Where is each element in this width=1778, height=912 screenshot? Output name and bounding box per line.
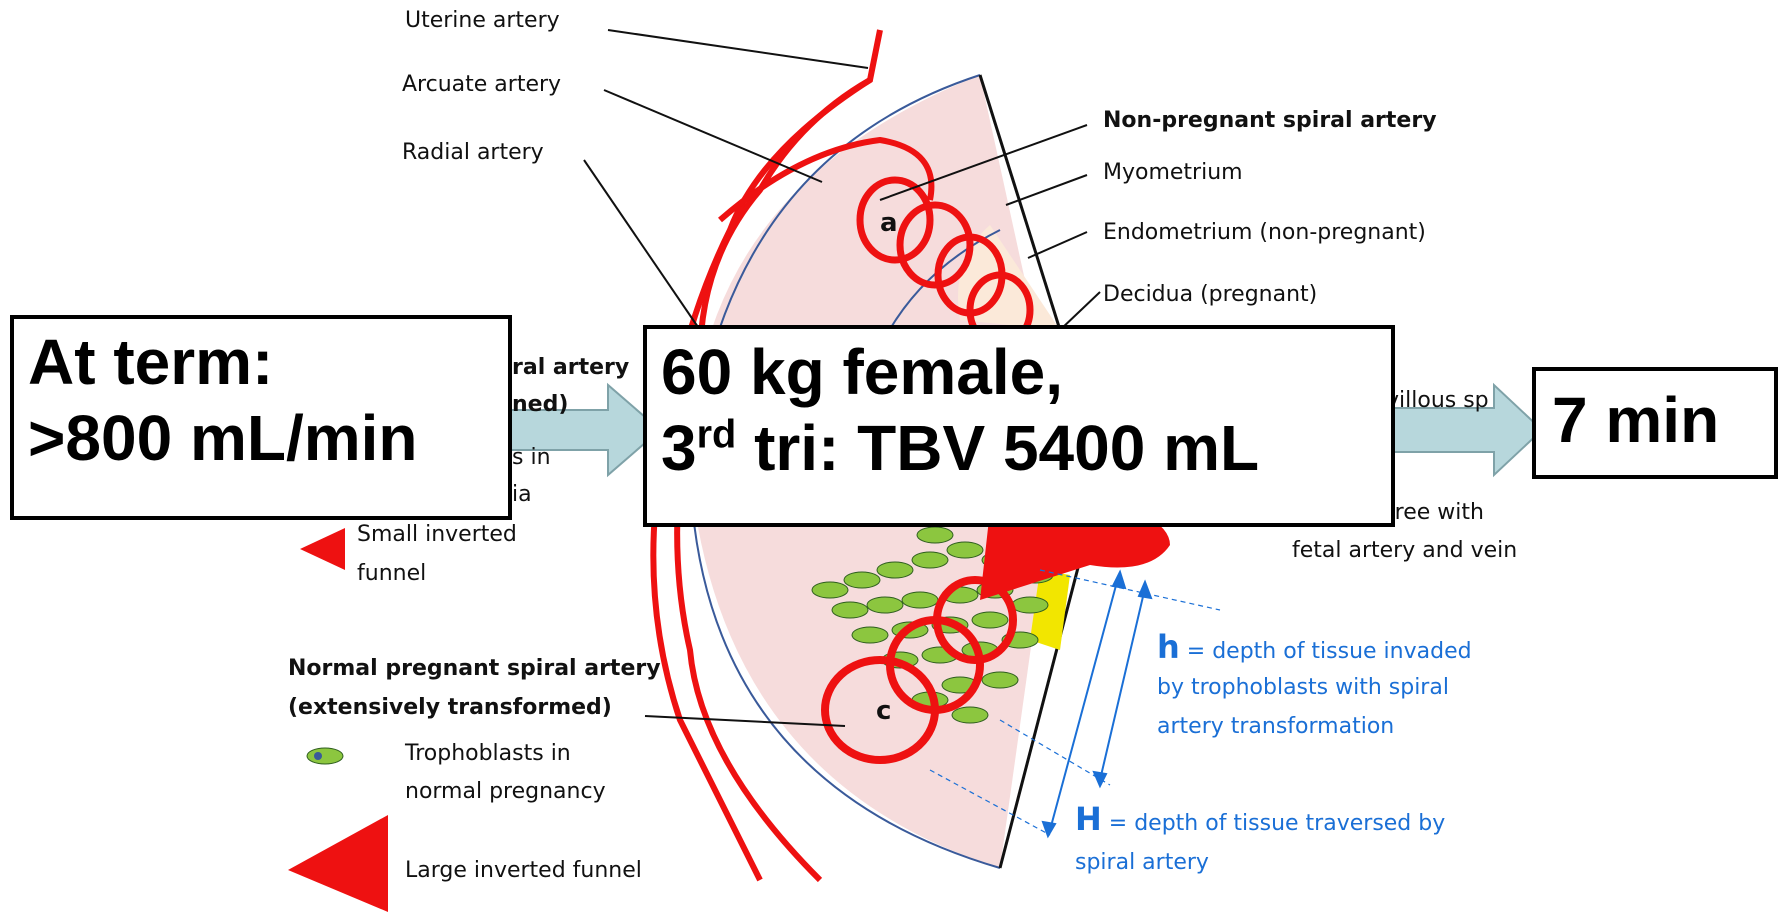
label-partial-left-4: ia (512, 482, 532, 508)
label-uterine-artery: Uterine artery (405, 8, 560, 34)
label-partial-left-2: ned) (512, 392, 568, 418)
label-normal-spiral-2: (extensively transformed) (288, 695, 612, 721)
h-symbol: h (1157, 628, 1180, 666)
blood-flow-line-2: >800 mL/min (28, 401, 494, 477)
trophoblast-icon (307, 748, 343, 764)
label-normal-spiral-1: Normal pregnant spiral artery (288, 656, 661, 682)
h-desc-1: = depth of tissue invaded (1180, 639, 1472, 664)
H-desc-1: = depth of tissue traversed by (1102, 811, 1445, 836)
tbv-value: tri: TBV 5400 mL (736, 412, 1259, 484)
time-box: 7 min (1532, 367, 1778, 479)
label-h-line-1: h = depth of tissue invaded (1157, 628, 1472, 666)
large-funnel-icon (288, 815, 388, 912)
marker-a: a (880, 208, 898, 239)
label-non-pregnant-spiral-artery: Non-pregnant spiral artery (1103, 108, 1437, 134)
label-H-line-1: H = depth of tissue traversed by (1075, 800, 1445, 838)
label-partial-left-3: s in (512, 445, 551, 471)
label-myometrium: Myometrium (1103, 160, 1243, 186)
small-funnel-icon (300, 528, 345, 570)
label-intervillous-partial: villous sp (1386, 388, 1489, 414)
label-large-funnel: Large inverted funnel (405, 858, 642, 884)
label-h-line-3: artery transformation (1157, 714, 1394, 740)
label-endometrium: Endometrium (non-pregnant) (1103, 220, 1426, 246)
label-partial-left-1: ral artery (512, 355, 629, 381)
label-h-line-2: by trophoblasts with spiral (1157, 675, 1449, 701)
trimester-number: 3 (661, 412, 697, 484)
marker-c: c (876, 696, 891, 727)
label-radial-artery: Radial artery (402, 140, 544, 166)
time-value: 7 min (1552, 383, 1758, 459)
blood-flow-box: At term: >800 mL/min (10, 315, 512, 520)
label-small-funnel-2: funnel (357, 561, 426, 587)
label-villous-tree-2: fetal artery and vein (1292, 538, 1517, 564)
H-symbol: H (1075, 800, 1102, 838)
label-H-line-2: spiral artery (1075, 850, 1209, 876)
label-small-funnel-1: Small inverted (357, 522, 517, 548)
tbv-line-1: 60 kg female, (661, 335, 1377, 411)
blood-flow-line-1: At term: (28, 325, 494, 401)
label-trophoblasts-1: Trophoblasts in (405, 741, 571, 767)
label-villous-tree-1: tree with (1386, 500, 1484, 526)
total-blood-volume-box: 60 kg female, 3rd tri: TBV 5400 mL (643, 325, 1395, 527)
tbv-line-2: 3rd tri: TBV 5400 mL (661, 411, 1377, 487)
label-arcuate-artery: Arcuate artery (402, 72, 561, 98)
label-trophoblasts-2: normal pregnancy (405, 779, 606, 805)
label-decidua: Decidua (pregnant) (1103, 282, 1317, 308)
trimester-suffix: rd (697, 412, 737, 456)
